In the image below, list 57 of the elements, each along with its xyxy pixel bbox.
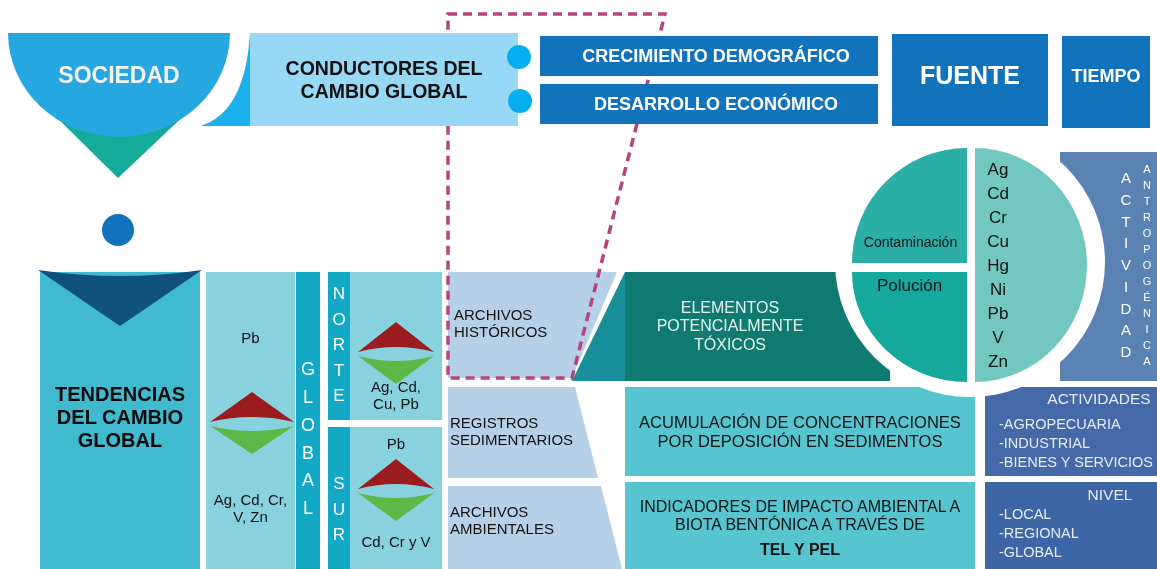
label-text: CONDUCTORES DEL CAMBIO GLOBAL [284,57,484,102]
label-bar [540,84,878,124]
label-text: Cd, Cr y V [361,533,431,551]
label-text: NIVEL [1087,486,1133,504]
label-panel [985,387,1157,476]
label-panel [350,427,442,569]
label-text: ACUMULACIÓN DE CONCENTRACIONES POR DEPOSICIÓN EN SEDIMENTOS [638,412,962,451]
label-text: TEL Y PEL [760,540,840,560]
label-text: Ag [987,160,1009,180]
label-text: Contaminación [863,233,958,251]
label-text: ARCHIVOS AMBIENTALES [450,502,555,538]
label-text: Cr [989,208,1007,228]
label-text: SOCIEDAD [58,61,180,89]
vertical-label: SUR [332,473,346,547]
label-bar [540,36,878,76]
vertical-label: ANTROPOGÉNICA [1142,162,1152,369]
label-text: FUENTE [920,60,1020,90]
label-panel [892,34,1048,126]
vertical-label: GLOBAL [301,357,315,521]
label-text: Polución [876,276,943,296]
label-text: -LOCAL [999,506,1052,523]
label-text: Pb [987,304,1009,324]
label-text: V [992,328,1004,348]
label-band [296,272,320,569]
vertical-label: NORTE [332,283,346,408]
label-text: Ni [989,280,1007,300]
label-text: -BIENES Y SERVICIOS [999,454,1153,471]
label-text: TENDENCIAS DEL CAMBIO GLOBAL [54,382,186,452]
label-text: TIEMPO [1071,65,1141,87]
label-text: INDICADORES DE IMPACTO AMBIENTAL A BIOTA BENTÓNICA A TRAVÉS DE [638,497,962,535]
label-text: DESARROLLO ECONÓMICO [594,93,838,115]
label-text: -AGROPECUARIA [999,416,1121,433]
label-panel [985,482,1157,569]
label-panel [206,272,295,569]
label-panel [625,387,975,476]
label-band [328,272,350,420]
label-text: Cu [987,232,1009,252]
label-text: REGISTROS SEDIMENTARIOS [450,413,575,449]
label-text: CRECIMIENTO DEMOGRÁFICO [582,45,850,67]
label-text: Hg [987,256,1009,276]
label-panel [350,272,442,420]
label-text: -GLOBAL [999,544,1062,561]
label-text: -INDUSTRIAL [999,435,1091,452]
label-panel [1062,36,1150,128]
label-band [328,427,350,569]
label-text: Cd [987,184,1009,204]
label-panel [625,482,975,569]
label-text: ARCHIVOS HISTÓRICOS [454,305,549,341]
label-text: Pb [386,435,406,453]
label-text: Pb [241,329,260,347]
label-text: ELEMENTOS POTENCIALMENTE TÓXICOS [655,298,805,355]
label-text: Ag, Cd, Cr, V, Zn [212,490,289,526]
label-text: ACTIVIDADES [1047,390,1151,408]
vertical-label: ACTIVIDAD [1120,168,1132,363]
label-text: Ag, Cd, Cu, Pb [370,377,422,413]
label-text: Zn [988,352,1008,372]
label-text: -REGIONAL [999,525,1079,542]
